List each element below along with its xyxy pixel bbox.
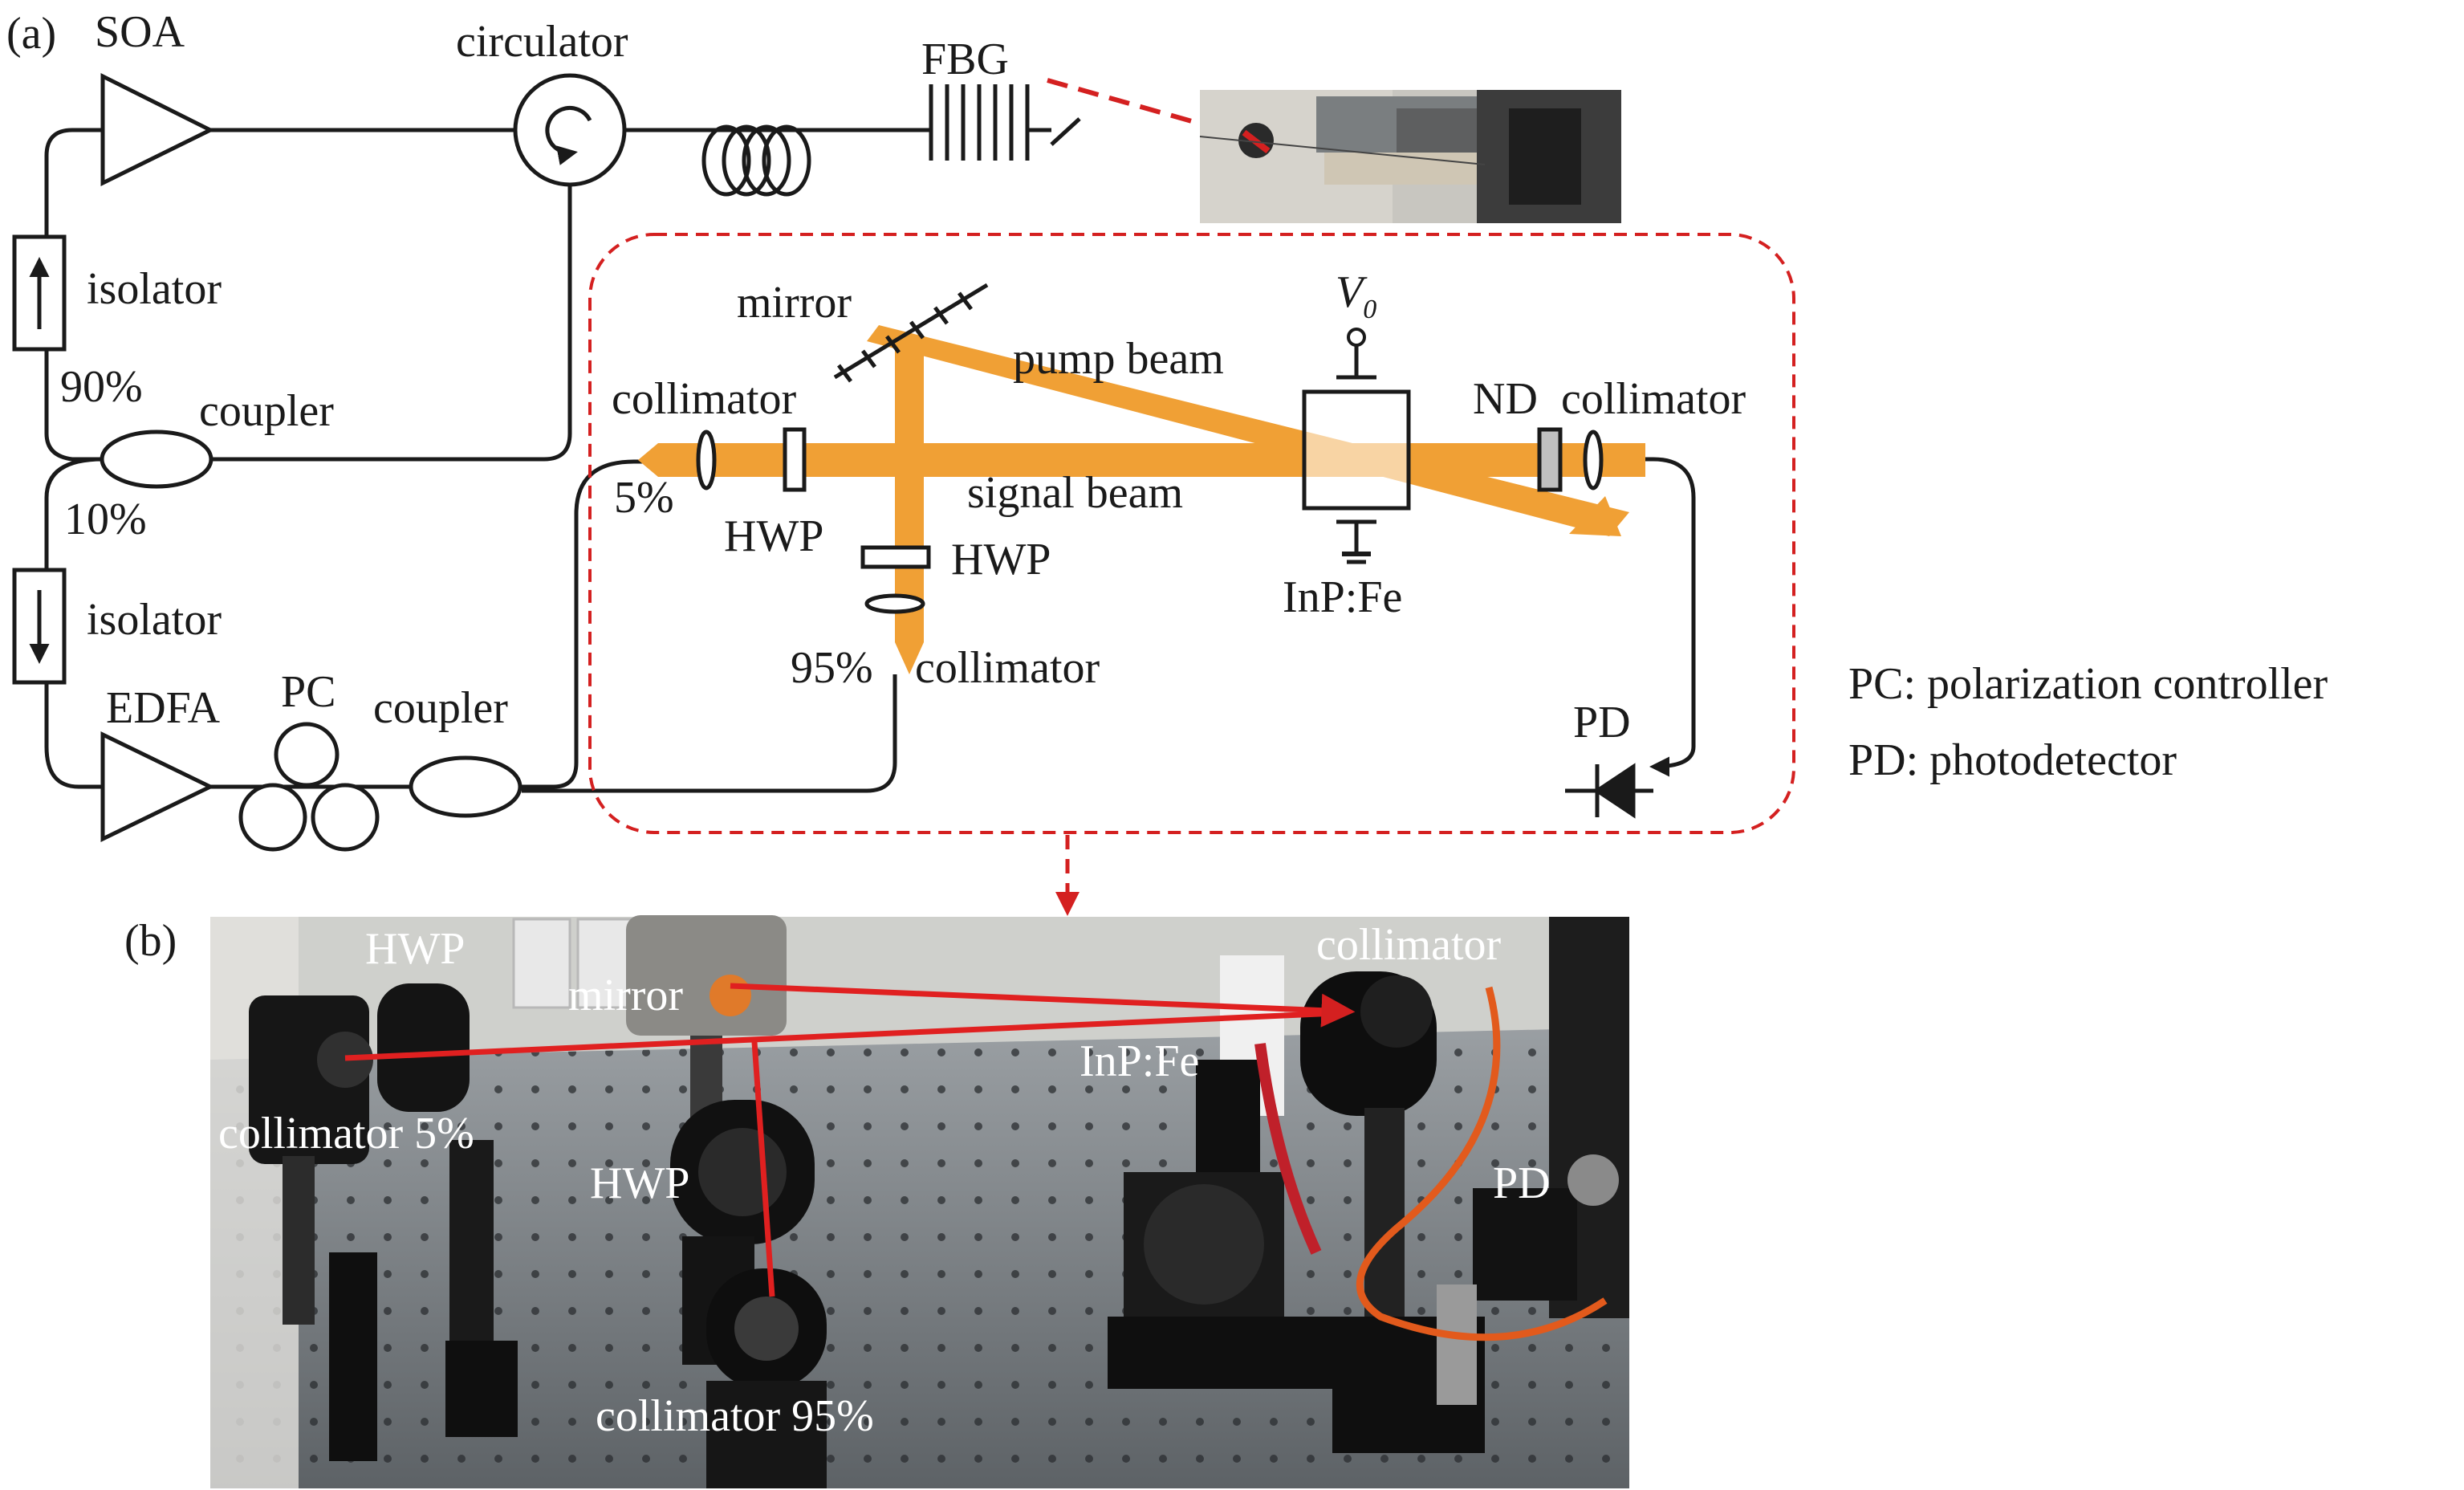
pc-controller <box>238 722 380 852</box>
hwp-signal-label: HWP <box>724 511 823 561</box>
coupler-top-symbol <box>100 429 213 489</box>
v0-symbol: V <box>1336 267 1368 317</box>
fiber-circulator-coupler <box>210 158 572 462</box>
circulator-label: circulator <box>456 17 628 67</box>
isolator-bottom-label: isolator <box>87 595 222 645</box>
isolator-top-label: isolator <box>87 264 222 314</box>
coupler-bottom-symbol <box>409 755 522 818</box>
collimator-pump-lens <box>864 593 925 614</box>
nd-label: ND <box>1473 374 1538 424</box>
v0-label: V0 <box>1336 267 1376 324</box>
fiber-spool <box>701 124 811 197</box>
photodetector-symbol <box>1565 763 1653 819</box>
panel-b-tag: (b) <box>124 916 177 966</box>
pump-beam <box>867 325 1629 536</box>
pump-beam-label: pump beam <box>1013 334 1224 384</box>
collimator-in-label: collimator <box>612 374 797 424</box>
coupler-bottom-label: coupler <box>373 683 508 733</box>
hwp-pump-label: HWP <box>951 535 1051 584</box>
lab-photo <box>210 915 1629 1488</box>
pd-label: PD <box>1573 698 1631 747</box>
photo-crystal-label: InP:Fe <box>1080 1036 1199 1086</box>
coupler-top-label: coupler <box>199 386 334 436</box>
photo-hwp-mid-label: HWP <box>590 1158 689 1208</box>
soa-label: SOA <box>95 7 185 57</box>
inp-fe-crystal <box>1302 328 1411 564</box>
photo-hwp-top-label: HWP <box>365 924 465 974</box>
circulator-symbol <box>513 73 627 187</box>
collimator-pump-label: collimator <box>915 643 1100 693</box>
fiber-to-pd <box>1633 457 1696 777</box>
hwp-signal-plate <box>783 427 807 492</box>
fbg-grating <box>929 84 1081 161</box>
pct-10-label: 10% <box>64 495 147 544</box>
pct-5-label: 5% <box>614 473 674 523</box>
crystal-label: InP:Fe <box>1283 572 1402 622</box>
hwp-pump-plate <box>860 545 931 569</box>
collimator-out-lens <box>1583 429 1604 491</box>
pct-95-label: 95% <box>791 643 873 693</box>
photo-collimator-95-label: collimator 95% <box>596 1391 874 1441</box>
signal-beam <box>658 443 1645 477</box>
signal-beam-label: signal beam <box>967 468 1183 518</box>
pc-label: PC <box>281 667 336 717</box>
fbg-label: FBG <box>921 35 1009 84</box>
edfa-label: EDFA <box>106 683 221 733</box>
photo-collimator-top-label: collimator <box>1316 920 1502 970</box>
pump-vertical-beam <box>895 337 924 642</box>
pump-beam-head <box>1569 496 1621 536</box>
photo-mirror-label: mirror <box>568 971 683 1020</box>
legend-pd: PD: photodetector <box>1848 735 2177 785</box>
fiber-to-collimator-95 <box>522 674 897 793</box>
photo-beam-path <box>344 983 1356 1297</box>
pct-90-label: 90% <box>60 362 143 412</box>
free-space-section-box <box>588 233 1795 834</box>
panel-a: (a) SOA circulator <box>6 7 2328 916</box>
panel-b: (b) <box>124 915 1629 1488</box>
collimator-out-label: collimator <box>1561 374 1746 424</box>
fiber-to-collimator-5 <box>522 459 695 789</box>
mirror-label: mirror <box>737 278 852 328</box>
photo-pd-label: PD <box>1493 1158 1551 1208</box>
v0-subscript: 0 <box>1363 295 1376 324</box>
circulator-arrow-icon <box>545 105 592 165</box>
edfa-amplifier <box>100 731 215 842</box>
signal-beam-tail <box>638 443 658 477</box>
photo-collimator-5-label: collimator 5% <box>218 1109 474 1158</box>
beam-paths <box>638 325 1645 674</box>
mirror-symbol <box>833 283 989 383</box>
nd-filter <box>1537 427 1563 492</box>
soa-amplifier <box>100 72 215 187</box>
pump-vertical-head <box>895 642 924 674</box>
fbg-photo-inset <box>1199 90 1621 223</box>
collimator-in-lens <box>696 429 717 491</box>
panel-a-tag: (a) <box>6 9 56 59</box>
legend-pc: PC: polarization controller <box>1848 659 2328 709</box>
